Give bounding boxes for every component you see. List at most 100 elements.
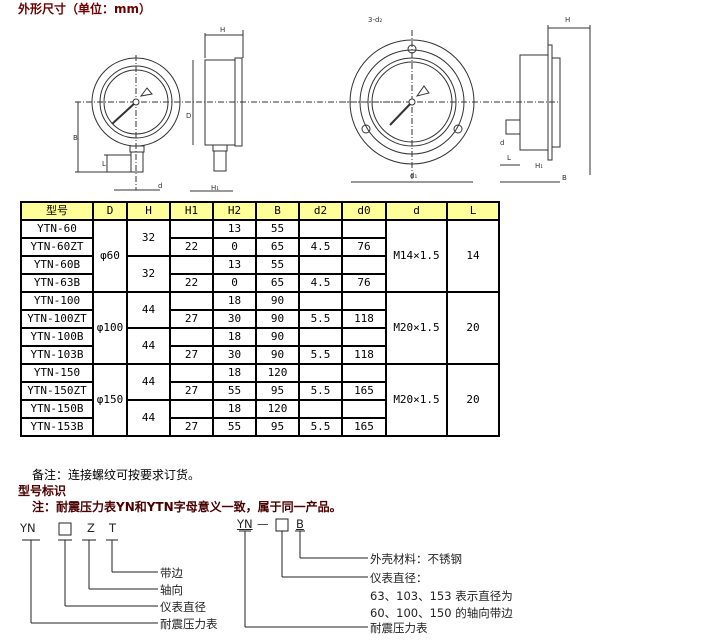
table-cell: YTN-150B xyxy=(20,399,94,419)
table-cell: M14×1.5 xyxy=(385,219,448,293)
table-cell: 95 xyxy=(255,417,300,437)
table-cell: 4.5 xyxy=(298,273,343,293)
table-cell: YTN-100B xyxy=(20,327,94,347)
column-header: d xyxy=(385,201,448,221)
svg-text:B: B xyxy=(562,174,567,182)
table-cell xyxy=(298,399,343,419)
section-heading: 型号标识 xyxy=(18,484,67,498)
column-header: 型号 xyxy=(20,201,94,221)
table-cell: YTN-100ZT xyxy=(20,309,94,329)
table-cell xyxy=(169,291,214,311)
page-title: 外形尺寸（单位：mm） xyxy=(18,2,152,16)
table-cell: 120 xyxy=(255,399,300,419)
table-cell: 13 xyxy=(212,219,257,239)
svg-text:d₁: d₁ xyxy=(410,172,417,180)
table-cell: 44 xyxy=(126,327,171,365)
table-cell xyxy=(169,327,214,347)
table-cell: 32 xyxy=(126,255,171,293)
svg-text:d: d xyxy=(500,139,504,147)
table-cell: M20×1.5 xyxy=(385,363,448,437)
table-cell xyxy=(298,363,343,383)
table-cell: 165 xyxy=(341,417,387,437)
table-cell: 27 xyxy=(169,345,214,365)
column-header: L xyxy=(446,201,500,221)
table-cell xyxy=(341,219,387,239)
svg-text:D: D xyxy=(186,112,191,120)
svg-text:L: L xyxy=(507,154,511,162)
table-cell: 65 xyxy=(255,237,300,257)
column-header: d2 xyxy=(298,201,343,221)
table-cell: φ60 xyxy=(92,219,128,293)
table-cell: 55 xyxy=(255,219,300,239)
table-cell: 13 xyxy=(212,255,257,275)
table-cell: 18 xyxy=(212,399,257,419)
section-note: 注：耐震压力表YN和YTN字母意义一致，属于同一产品。 xyxy=(32,500,342,514)
table-cell: YTN-100 xyxy=(20,291,94,311)
model-code-diagram-2 xyxy=(239,518,368,628)
table-cell xyxy=(169,399,214,419)
table-cell: 14 xyxy=(446,219,500,293)
table-cell: 5.5 xyxy=(298,417,343,437)
table-cell: 118 xyxy=(341,309,387,329)
table-cell: YTN-150ZT xyxy=(20,381,94,401)
table-cell: 5.5 xyxy=(298,345,343,365)
table-cell: 18 xyxy=(212,363,257,383)
table-cell xyxy=(341,363,387,383)
table-cell xyxy=(298,219,343,239)
table-cell: φ150 xyxy=(92,363,128,437)
table-cell xyxy=(341,291,387,311)
remark: 备注：连接螺纹可按要求订货。 xyxy=(32,468,201,482)
table-cell: 55 xyxy=(255,255,300,275)
table-cell: 90 xyxy=(255,345,300,365)
table-cell: 22 xyxy=(169,273,214,293)
table-cell: 4.5 xyxy=(298,237,343,257)
table-cell: YTN-60ZT xyxy=(20,237,94,257)
svg-text:L: L xyxy=(102,160,106,168)
table-cell: 165 xyxy=(341,381,387,401)
table-cell xyxy=(341,255,387,275)
table-cell: YTN-153B xyxy=(20,417,94,437)
table-cell: 44 xyxy=(126,363,171,401)
table-cell: 76 xyxy=(341,273,387,293)
table-cell: YTN-150 xyxy=(20,363,94,383)
svg-text:H₁: H₁ xyxy=(211,184,219,192)
table-cell xyxy=(169,219,214,239)
table-cell: 18 xyxy=(212,291,257,311)
table-cell: 18 xyxy=(212,327,257,347)
column-header: H1 xyxy=(169,201,214,221)
table-cell: 44 xyxy=(126,291,171,329)
svg-text:H: H xyxy=(565,16,570,24)
table-cell: 5.5 xyxy=(298,381,343,401)
table-cell: 55 xyxy=(212,381,257,401)
table-cell: 20 xyxy=(446,363,500,437)
table-cell: YTN-60B xyxy=(20,255,94,275)
svg-text:H: H xyxy=(220,26,225,34)
table-cell xyxy=(169,363,214,383)
table-cell: 90 xyxy=(255,309,300,329)
column-header: B xyxy=(255,201,300,221)
table-cell: 32 xyxy=(126,219,171,257)
table-cell: 30 xyxy=(212,309,257,329)
radial-gauge-drawing xyxy=(75,30,400,192)
table-cell: 20 xyxy=(446,291,500,365)
table-cell: YTN-63B xyxy=(20,273,94,293)
table-cell: φ100 xyxy=(92,291,128,365)
svg-text:H₁: H₁ xyxy=(535,162,543,170)
table-cell: 118 xyxy=(341,345,387,365)
table-cell: 95 xyxy=(255,381,300,401)
column-header: H xyxy=(126,201,171,221)
table-cell: 30 xyxy=(212,345,257,365)
table-cell xyxy=(298,327,343,347)
table-cell: 76 xyxy=(341,237,387,257)
table-cell: 5.5 xyxy=(298,309,343,329)
